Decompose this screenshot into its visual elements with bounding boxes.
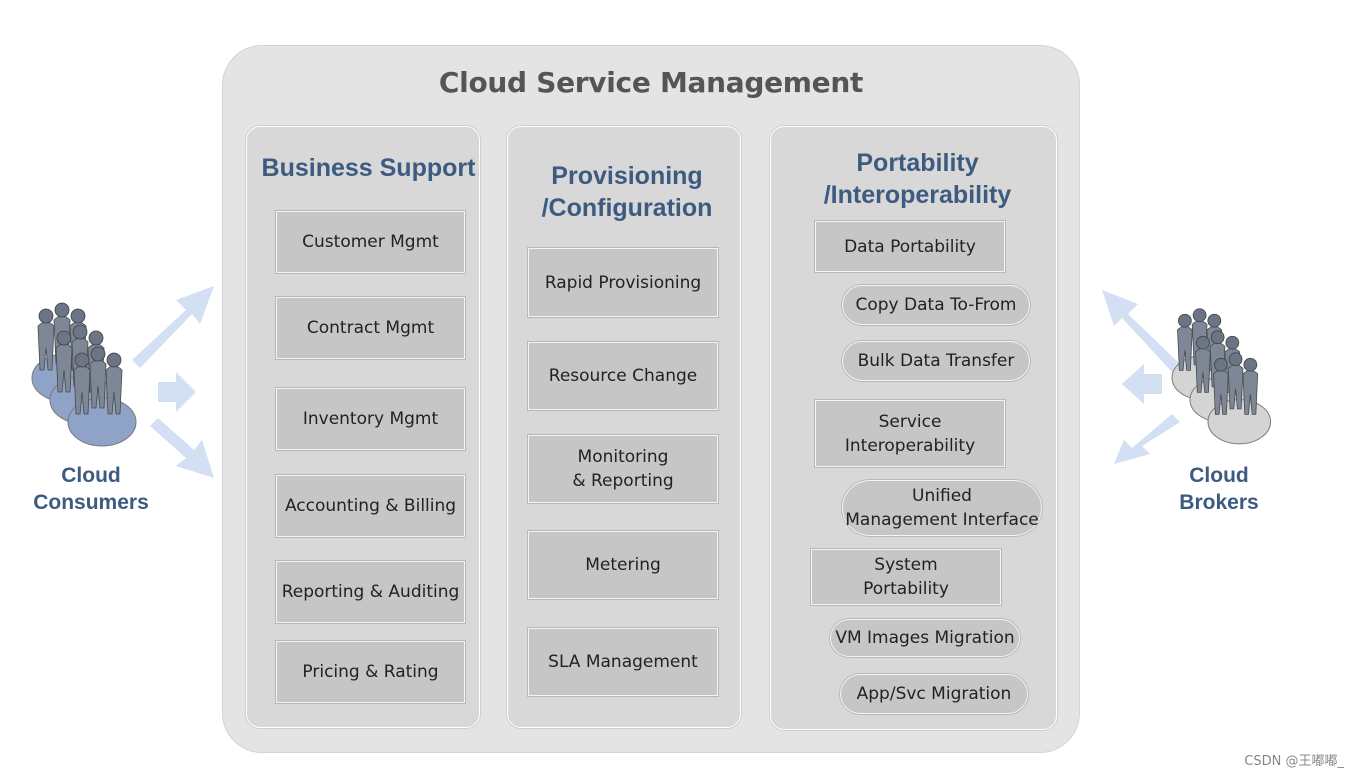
left-arrows [132,286,214,478]
right-arrows [1102,290,1180,464]
box-sla-management: SLA Management [528,628,718,696]
box-monitoring-reporting: Monitoring & Reporting [528,435,718,503]
pill-copy-data: Copy Data To-From [842,285,1030,325]
person-head-shape [88,330,104,346]
person-head-shape [1210,330,1225,345]
cloud-brokers-label: Cloud Brokers [1179,464,1259,514]
column-portability-title: Portability /Interoperability [823,149,1012,209]
person-head-shape [90,346,106,362]
box-resource-change: Resource Change [528,342,718,410]
person-head-shape [1178,313,1192,328]
person-body-shape [73,365,91,415]
person-body-shape [1227,364,1244,410]
box-metering: Metering [528,531,718,599]
column-business-support-title: Business Support [261,154,476,182]
person-head-shape [74,352,90,368]
pill-unified-management-interface: Unified Management Interface [842,480,1042,536]
person-head-shape [54,302,70,318]
box-reporting-auditing: Reporting & Auditing [276,561,465,623]
cloud-brokers-icon [1171,308,1272,445]
arrow-down-left-icon [1114,414,1180,464]
box-contract-mgmt: Contract Mgmt [276,297,465,359]
column-provisioning-title: Provisioning /Configuration [541,162,713,222]
cloud-consumers-label: Cloud Consumers [33,464,149,514]
person-body-shape [37,321,55,371]
diagram-title: Cloud Service Management [438,66,864,99]
person-head-shape [1214,357,1228,372]
person-body-shape [1242,369,1259,415]
box-customer-mgmt: Customer Mgmt [276,211,465,273]
arrow-up-right-icon [132,286,214,368]
arrow-right-icon [158,372,196,412]
person-head-shape [1243,357,1258,372]
person-head-shape [1228,352,1243,367]
person-body-shape [1195,347,1211,393]
arrow-up-left-icon [1102,290,1180,372]
cloud-consumers-icon [31,302,137,447]
person-head-shape [56,330,72,346]
box-data-portability: Data Portability [815,221,1005,272]
box-inventory-mgmt: Inventory Mgmt [276,388,465,450]
box-system-portability: System Portability [811,549,1001,605]
arrow-down-right-icon [150,418,214,478]
person-body-shape [105,365,123,415]
person-body-shape [1213,369,1229,415]
person-body-shape [55,343,73,393]
person-head-shape [38,308,54,324]
pill-vm-images-migration: VM Images Migration [830,619,1020,657]
box-rapid-provisioning: Rapid Provisioning [528,248,718,317]
person-head-shape [1192,308,1207,323]
box-pricing-rating: Pricing & Rating [276,641,465,703]
arrow-left-icon [1122,364,1162,404]
column-provisioning [507,126,741,728]
person-head-shape [1207,313,1222,328]
person-head-shape [106,352,122,368]
person-head-shape [72,324,88,340]
person-head-shape [1196,335,1210,350]
person-body-shape [1177,325,1193,371]
person-head-shape [1225,335,1240,350]
pill-app-svc-migration: App/Svc Migration [840,674,1028,714]
watermark: CSDN @王嘟嘟_ [1244,754,1344,769]
person-body-shape [89,359,107,409]
box-service-interoperability: Service Interoperability [815,400,1005,467]
box-accounting-billing: Accounting & Billing [276,475,465,537]
pill-bulk-data-transfer: Bulk Data Transfer [842,341,1030,381]
person-head-shape [70,308,86,324]
